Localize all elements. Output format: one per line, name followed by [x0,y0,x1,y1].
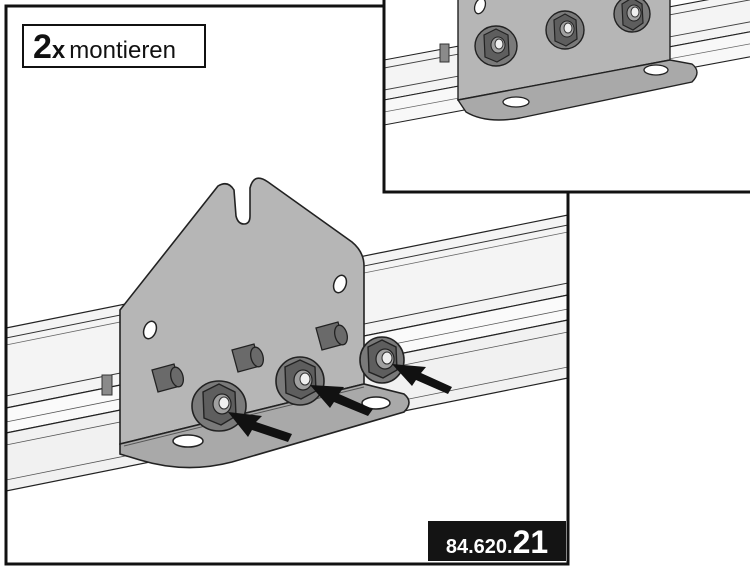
quantity-number: 2 [33,28,52,66]
quantity-multiplier: x [51,37,66,64]
flange-nut-3 [359,336,405,384]
flange-nut-1 [191,380,247,432]
inset-nuts [474,0,651,67]
arrow-2 [310,385,373,416]
arrow-1 [228,412,292,442]
part-number-prefix: 84.620. [445,536,513,558]
inset-frame [382,0,750,194]
main-frame [4,4,570,566]
inset-detail-view [384,0,750,126]
arrow-3 [392,364,452,394]
instruction-verb: montieren [69,37,177,64]
flange-nut-2 [275,356,325,406]
bolt-studs [151,321,348,393]
direction-arrows [228,364,452,442]
part-number-badge: 84.620. 21 [428,521,566,561]
main-view [6,177,568,492]
part-number-suffix: 21 [512,524,549,560]
quantity-instruction: 2 x montieren [22,24,206,68]
